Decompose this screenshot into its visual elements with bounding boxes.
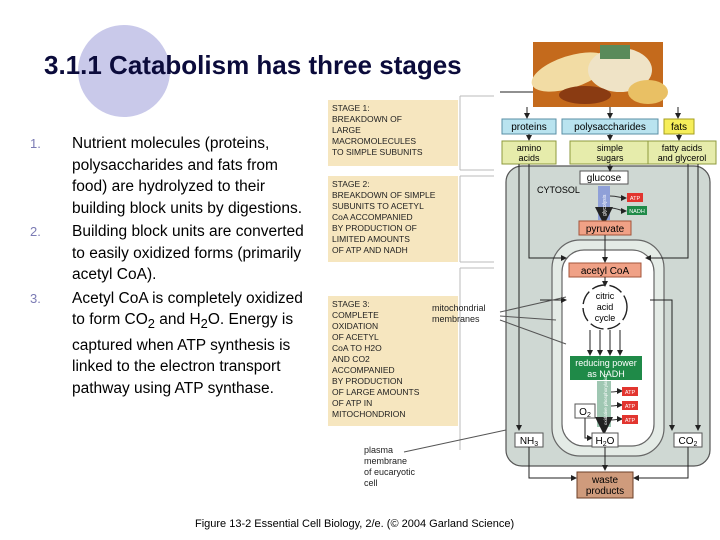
stage-2-text: STAGE 2: BREAKDOWN OF SIMPLE SUBUNITS TO… bbox=[332, 179, 438, 255]
bullet-item: 1. Nutrient molecules (proteins, polysac… bbox=[30, 133, 305, 219]
svg-text:ATP: ATP bbox=[625, 390, 636, 396]
fats-label: fats bbox=[671, 122, 687, 133]
acetyl-coa-label: acetyl CoA bbox=[581, 266, 630, 277]
atp-box-2 bbox=[622, 401, 638, 410]
figure-caption: Figure 13-2 Essential Cell Biology, 2/e.… bbox=[195, 518, 515, 530]
glucose-label: glucose bbox=[587, 173, 622, 184]
co2-label: CO2 bbox=[679, 436, 698, 448]
o2-label: O2 bbox=[579, 407, 591, 419]
food-picture bbox=[531, 42, 668, 107]
slide-title: 3.1.1 Catabolism has three stages bbox=[44, 50, 462, 80]
bullet-number: 2. bbox=[30, 224, 41, 239]
bullet-text: Acetyl CoA is completely oxidized to for… bbox=[72, 289, 303, 397]
stage-2-bracket bbox=[459, 175, 494, 263]
oxidative-phosphorylation-arrow bbox=[597, 381, 611, 427]
proteins-label: proteins bbox=[511, 122, 547, 133]
fatty-acids-box bbox=[647, 140, 717, 165]
pyruvate-label: pyruvate bbox=[586, 224, 625, 235]
stage-1-bracket bbox=[460, 95, 494, 171]
waste-products-box bbox=[576, 471, 634, 499]
glucose-box bbox=[579, 170, 629, 185]
bullet-number: 3. bbox=[30, 290, 41, 306]
oxidative-phosphorylation-label: oxidative phosphorylation bbox=[603, 374, 608, 425]
atp-box-3 bbox=[622, 415, 638, 424]
stage-3-bracket bbox=[459, 267, 494, 450]
stage-3-text: STAGE 3: COMPLETE OXIDATION OF ACETYL Co… bbox=[332, 299, 422, 419]
h2o-label: H2O bbox=[596, 436, 615, 448]
svg-text:ATP: ATP bbox=[630, 196, 641, 202]
nadh-box-glycolysis bbox=[627, 206, 647, 215]
title-decoration-circle bbox=[78, 25, 170, 117]
svg-text:ATP: ATP bbox=[625, 404, 636, 410]
svg-text:NADH: NADH bbox=[629, 209, 645, 215]
stage-1-box bbox=[328, 100, 458, 166]
svg-text:ATP: ATP bbox=[625, 418, 636, 424]
stage-3-box bbox=[328, 296, 458, 426]
stage-2-box bbox=[328, 176, 458, 262]
stage-1-text: STAGE 1: BREAKDOWN OF LARGE MACROMOLECUL… bbox=[332, 103, 423, 157]
glycolysis-label: glycolysis bbox=[602, 194, 608, 216]
atp-box-1 bbox=[622, 387, 638, 396]
reducing-power-box bbox=[570, 356, 642, 380]
bullet-item: 2. Building block units are converted to… bbox=[30, 221, 305, 286]
nh3-label: NH3 bbox=[520, 436, 538, 448]
bullet-number: 1. bbox=[30, 136, 41, 151]
cytosol-label: CYTOSOL bbox=[537, 185, 580, 195]
bullet-text: Building block units are converted to ea… bbox=[72, 223, 304, 283]
atp-box-glycolysis bbox=[627, 193, 643, 202]
bullet-text: Nutrient molecules (proteins, polysaccha… bbox=[72, 135, 303, 217]
bullet-item: 3. Acetyl CoA is completely oxidized to … bbox=[30, 288, 305, 400]
citric-acid-cycle bbox=[582, 284, 628, 330]
polysaccharides-label: polysaccharides bbox=[574, 122, 646, 133]
bullet-list: 1. Nutrient molecules (proteins, polysac… bbox=[30, 133, 305, 401]
